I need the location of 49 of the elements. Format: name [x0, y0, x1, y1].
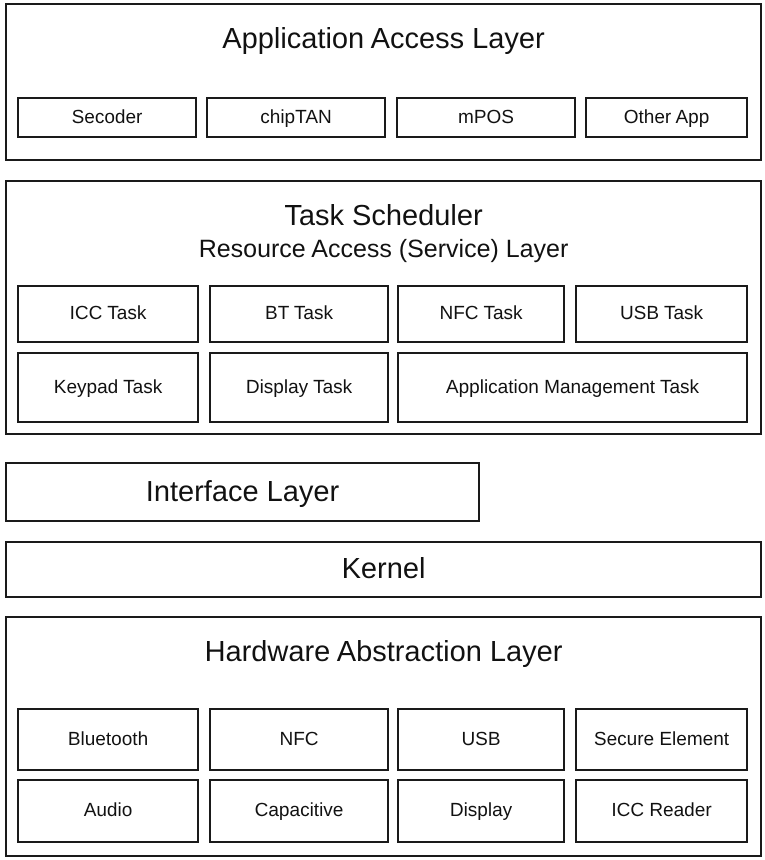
module-box [575, 708, 748, 771]
layer-title: Application Access Layer [222, 22, 545, 57]
layer-box [5, 462, 480, 522]
layer-title: Keypad Task [54, 376, 162, 400]
module-box [17, 779, 199, 843]
layer-box [5, 3, 762, 161]
layer-title: NFC Task [439, 302, 523, 326]
layer-title: ICC Task [70, 302, 146, 326]
module-box [397, 352, 748, 423]
layer-title: Hardware Abstraction Layer [204, 635, 562, 670]
layer-title: chipTAN [260, 106, 332, 130]
layer-title: Kernel [342, 552, 426, 588]
layer-title: ICC Reader [611, 799, 712, 823]
module-box [396, 97, 576, 138]
layer-box [5, 616, 762, 857]
layer-title: Other App [624, 106, 710, 130]
module-box [209, 285, 389, 343]
layer-subtitle: Resource Access (Service) Layer [198, 234, 568, 266]
module-box [17, 97, 197, 138]
module-box [397, 285, 565, 343]
layer-title: USB [461, 728, 501, 752]
module-box [209, 352, 389, 423]
layer-box [5, 541, 762, 598]
layer-title: Interface Layer [146, 474, 340, 510]
module-box [206, 97, 386, 138]
layer-title: Display Task [246, 376, 352, 400]
layer-title: USB Task [620, 302, 704, 326]
layer-box [5, 180, 762, 435]
layer-title: Task Scheduler [284, 199, 483, 234]
layer-title: Audio [84, 799, 132, 823]
module-box [575, 779, 748, 843]
module-box [209, 708, 389, 771]
layer-title: Secoder [72, 106, 142, 130]
layer-title: mPOS [458, 106, 514, 130]
layer-title: Bluetooth [68, 728, 148, 752]
layer-title: Capacitive [254, 799, 344, 823]
layer-title: Secure Element [594, 728, 730, 752]
module-box [585, 97, 748, 138]
layer-title: NFC [279, 728, 319, 752]
module-box [17, 352, 199, 423]
module-box [397, 779, 565, 843]
module-box [17, 708, 199, 771]
module-box [575, 285, 748, 343]
module-box [209, 779, 389, 843]
layer-title: Application Management Task [446, 376, 700, 400]
module-box [17, 285, 199, 343]
module-box [397, 708, 565, 771]
layer-title: BT Task [265, 302, 333, 326]
layer-title: Display [450, 799, 512, 823]
